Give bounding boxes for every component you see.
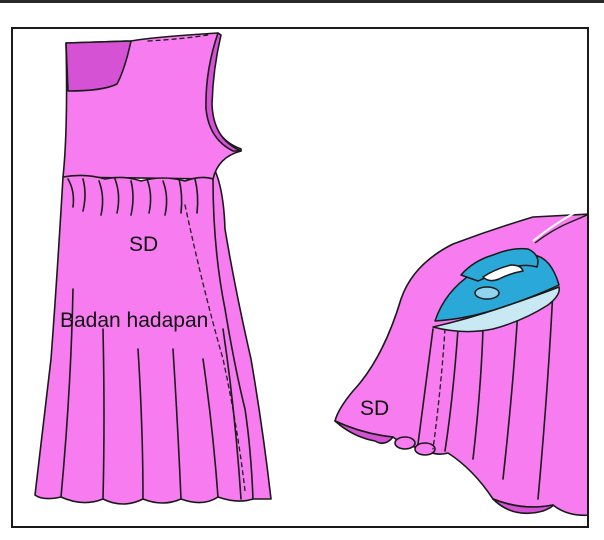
fabric-piece-illustration xyxy=(335,214,589,515)
label-sd-right: SD xyxy=(360,397,389,421)
dress-front-illustration xyxy=(35,33,271,504)
label-sd-left: SD xyxy=(129,233,158,257)
label-badan-hadapan: Badan hadapan xyxy=(60,309,208,333)
illustration-frame: SD Badan hadapan SD xyxy=(11,27,589,528)
illustration-canvas xyxy=(13,29,589,528)
top-rule xyxy=(0,0,604,3)
